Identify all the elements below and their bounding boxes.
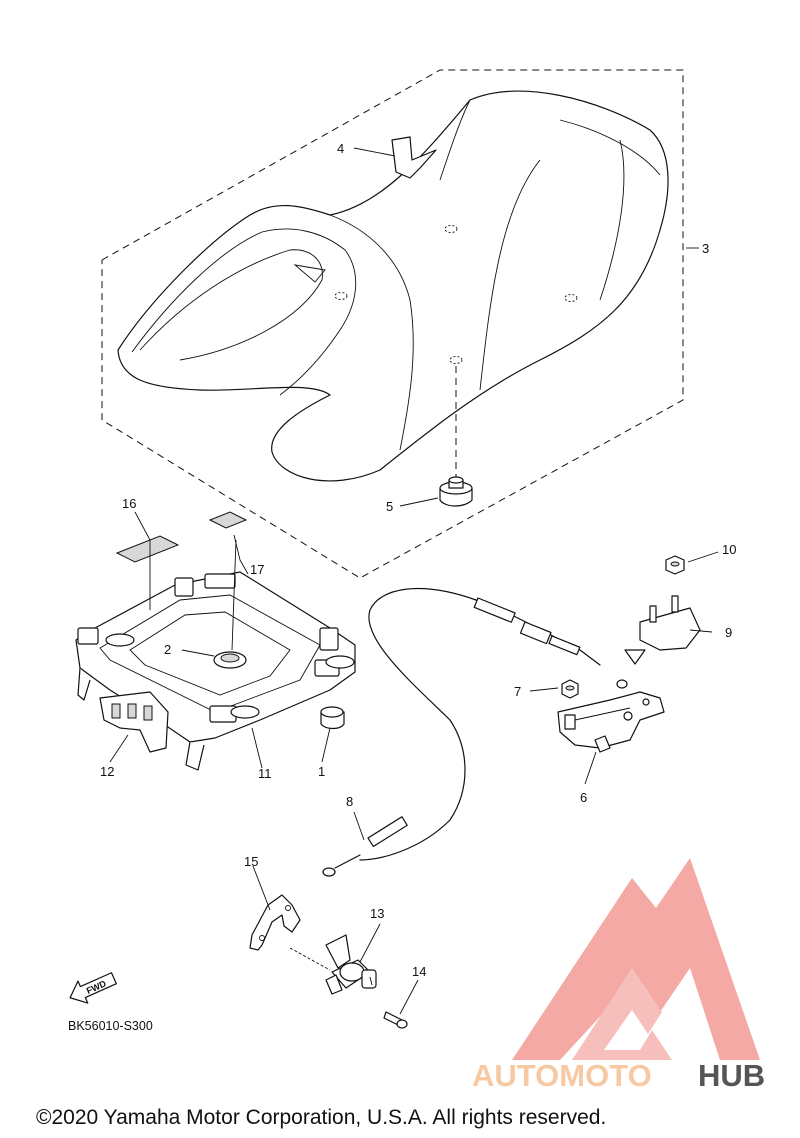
callout-10: 10 <box>722 542 736 557</box>
diagram-code: BK56010-S300 <box>68 1019 153 1033</box>
callout-17: 17 <box>250 562 264 577</box>
seat-bracket <box>99 691 169 753</box>
callout-14: 14 <box>412 964 426 979</box>
fwd-label: FWD <box>85 978 108 996</box>
fwd-arrow: FWD <box>69 972 117 1004</box>
lock-bolt <box>383 1011 408 1029</box>
release-lever <box>249 894 301 951</box>
callout-16: 16 <box>122 496 136 511</box>
callout-leaders <box>109 147 719 1015</box>
seat-assembly-boundary <box>101 69 684 579</box>
seat <box>117 90 669 482</box>
callout-4: 4 <box>337 141 344 156</box>
callout-1: 1 <box>318 764 325 779</box>
lock-nut <box>561 679 579 699</box>
sticker-17 <box>208 511 248 529</box>
callout-5: 5 <box>386 499 393 514</box>
seat-damper <box>439 366 473 507</box>
frame-grommet <box>213 651 247 669</box>
callout-6: 6 <box>580 790 587 805</box>
callout-15: 15 <box>244 854 258 869</box>
lock-bracket-plate <box>624 595 701 665</box>
seat-strap <box>391 136 437 179</box>
callout-13: 13 <box>370 906 384 921</box>
seat-frame <box>75 571 356 771</box>
seat-lock-assembly <box>557 691 665 753</box>
callout-9: 9 <box>725 625 732 640</box>
watermark-text-automoto: AUTOMOTO <box>472 1058 652 1093</box>
callout-8: 8 <box>346 794 353 809</box>
callout-7: 7 <box>514 684 521 699</box>
watermark-logo <box>512 858 760 1060</box>
watermark-text-hub: HUB <box>698 1058 765 1093</box>
callout-2: 2 <box>164 642 171 657</box>
copyright-notice: ©2020 Yamaha Motor Corporation, U.S.A. A… <box>36 1106 606 1129</box>
callout-3: 3 <box>702 241 709 256</box>
sticker-16 <box>115 535 180 563</box>
callout-11: 11 <box>258 766 272 781</box>
seat-lock-cable <box>322 587 628 877</box>
frame-damper <box>320 706 345 730</box>
bracket-nut <box>665 555 685 575</box>
key-lock-cylinder <box>325 934 377 995</box>
callout-12: 12 <box>100 764 114 779</box>
